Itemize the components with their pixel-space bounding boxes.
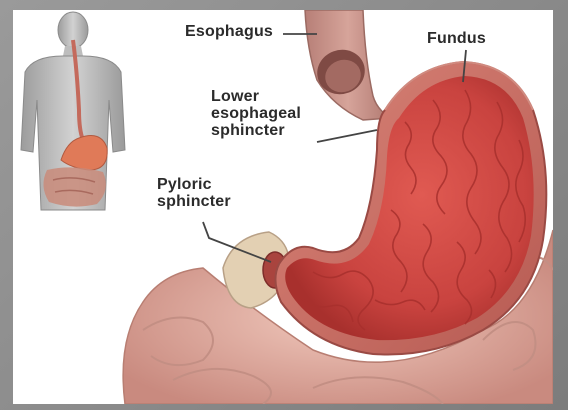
- human-torso-icon: [21, 12, 125, 210]
- label-fundus: Fundus: [427, 30, 486, 47]
- stomach: [275, 62, 546, 355]
- label-esophagus: Esophagus: [185, 23, 273, 40]
- esophagus: [305, 10, 391, 120]
- label-lower-esophageal-sphincter: Lower esophageal sphincter: [211, 88, 301, 139]
- stomach-diagram: [13, 10, 553, 404]
- leader-les: [317, 130, 377, 142]
- diagram-panel: Esophagus Fundus Lower esophageal sphinc…: [13, 10, 553, 404]
- label-pyloric-sphincter: Pyloric sphincter: [157, 176, 231, 210]
